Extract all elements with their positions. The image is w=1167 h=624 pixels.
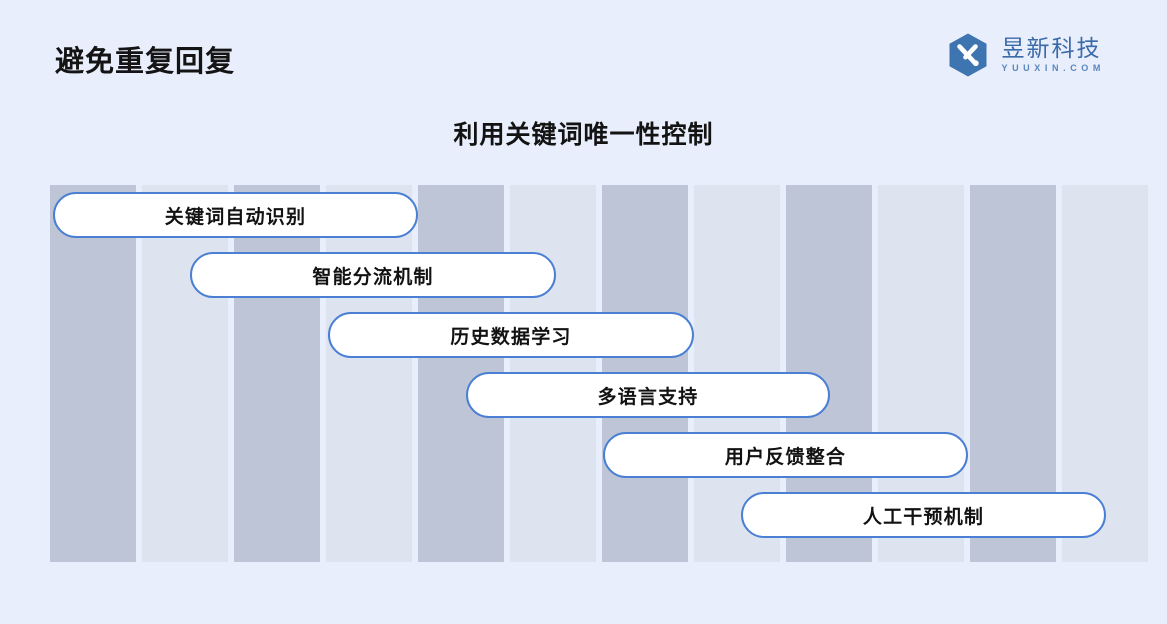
gantt-bar-label: 智能分流机制 <box>312 266 434 288</box>
chart-stripe <box>326 185 412 562</box>
page-title: 避免重复回复 <box>55 46 236 78</box>
chart-stripe <box>234 185 320 562</box>
gantt-bar[interactable]: 智能分流机制 <box>190 252 556 298</box>
brand-logo: 昱新科技 YUUXIN.COM <box>946 32 1105 78</box>
brand-domain: YUUXIN.COM <box>1001 63 1105 73</box>
gantt-bar[interactable]: 用户反馈整合 <box>603 432 968 478</box>
chart-bars: 关键词自动识别智能分流机制历史数据学习多语言支持用户反馈整合人工干预机制 <box>50 185 1107 562</box>
gantt-chart: 关键词自动识别智能分流机制历史数据学习多语言支持用户反馈整合人工干预机制 <box>50 185 1148 562</box>
gantt-bar-label: 用户反馈整合 <box>724 446 847 468</box>
chart-title: 利用关键词唯一性控制 <box>453 121 714 149</box>
gantt-bar[interactable]: 历史数据学习 <box>328 312 694 358</box>
gantt-bar-label: 关键词自动识别 <box>164 206 307 228</box>
chart-stripe <box>142 185 228 562</box>
gantt-bar-label: 多语言支持 <box>597 386 699 408</box>
gantt-bar[interactable]: 人工干预机制 <box>741 492 1106 538</box>
gantt-bar[interactable]: 多语言支持 <box>466 372 830 418</box>
brand-name: 昱新科技 <box>1001 35 1102 61</box>
brand-text: 昱新科技 YUUXIN.COM <box>1001 37 1105 73</box>
hexagon-x-logo-icon <box>949 33 987 77</box>
gantt-bar-label: 人工干预机制 <box>862 506 985 528</box>
gantt-bar[interactable]: 关键词自动识别 <box>53 192 418 238</box>
chart-stripe <box>50 185 136 562</box>
gantt-bar-label: 历史数据学习 <box>450 326 572 348</box>
